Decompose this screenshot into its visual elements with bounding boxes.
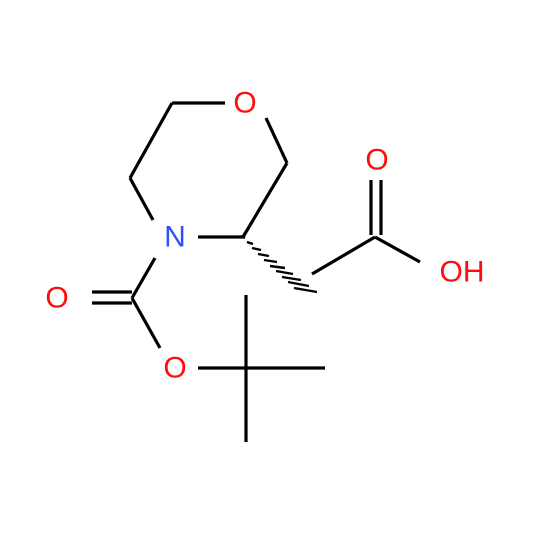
boc-carbonyl-oxygen-label: O — [45, 282, 68, 315]
hashed-wedge-bond — [240, 234, 318, 294]
acid-carbonyl-oxygen-label: O — [365, 144, 388, 177]
bond-ring-o-c2 — [264, 117, 289, 164]
bond-ring-c2-c3 — [241, 162, 289, 238]
boc-ester-oxygen-label: O — [163, 352, 186, 385]
bond-acid-c-oh — [374, 235, 421, 264]
bond-ring-n-c5 — [128, 177, 155, 221]
acid-hydroxyl-label: OH — [440, 256, 485, 289]
bond-ch2-cooh — [311, 235, 376, 276]
bond-ring-c5-c6 — [128, 102, 174, 179]
ring-nitrogen-label: N — [164, 221, 186, 254]
ring-oxygen-label: O — [233, 87, 256, 120]
bond-boc-c-o-ester — [130, 297, 162, 349]
bond-n-boc-carbon — [130, 257, 157, 299]
